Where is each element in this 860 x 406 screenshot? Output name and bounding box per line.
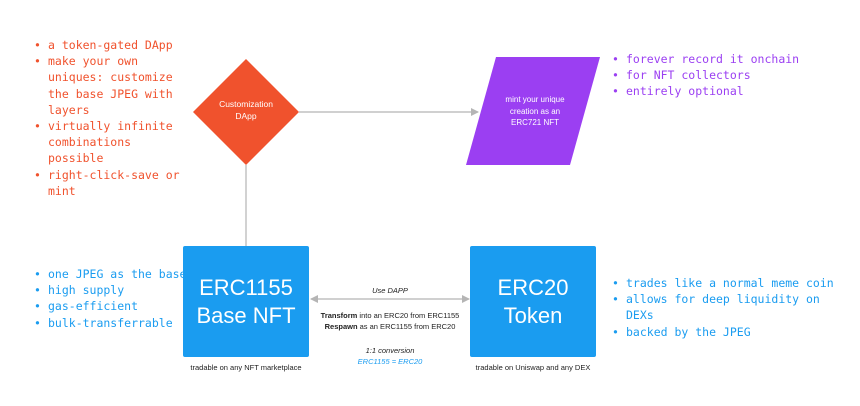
diamond-label-line: DApp — [235, 111, 257, 121]
list-item: make your own uniques: customize the bas… — [34, 53, 184, 118]
list-item: one JPEG as the base — [34, 266, 194, 282]
transform-description: Transform into an ERC20 from ERC1155 — [310, 311, 470, 320]
list-item: allows for deep liquidity on DEXs — [612, 291, 852, 323]
mint-erc721-parallelogram — [466, 57, 600, 165]
list-item: for NFT collectors — [612, 67, 812, 83]
erc20-token-box: ERC20 Token — [470, 246, 596, 357]
list-item: virtually infinite combinations possible — [34, 118, 184, 167]
customization-dapp-label: Customization DApp — [193, 98, 299, 122]
customization-dapp-diamond — [193, 59, 299, 165]
parallelogram-label-line: ERC721 NFT — [510, 118, 559, 127]
list-item: a token-gated DApp — [34, 37, 184, 53]
list-item: entirely optional — [612, 83, 812, 99]
transform-keyword: Transform — [320, 311, 358, 320]
erc20-title: ERC20 — [497, 274, 569, 300]
parallelogram-label-line: creation as an — [509, 106, 561, 116]
erc20-subtitle: Token — [503, 302, 563, 328]
respawn-keyword: Respawn — [324, 322, 358, 331]
respawn-text: as an ERC1155 from ERC20 — [357, 322, 456, 331]
list-item: backed by the JPEG — [612, 324, 852, 340]
erc20-caption: tradable on Uniswap and any DEX — [475, 363, 591, 372]
erc1155-features-list: one JPEG as the base high supply gas-eff… — [34, 266, 194, 331]
diamond-label-line: Customization — [219, 99, 273, 109]
use-dapp-label: Use DAPP — [372, 286, 408, 295]
erc1155-title: ERC1155 — [199, 274, 293, 300]
customization-features-list: a token-gated DApp make your own uniques… — [34, 37, 184, 199]
conversion-ratio-label: 1:1 conversion — [365, 346, 415, 355]
erc1155-subtitle: Base NFT — [196, 302, 296, 328]
erc20-features-list: trades like a normal meme coin allows fo… — [612, 275, 852, 340]
parallelogram-label-line: mint your unique — [505, 95, 565, 104]
respawn-description: Respawn as an ERC1155 from ERC20 — [310, 322, 470, 331]
list-item: high supply — [34, 282, 194, 298]
list-item: right-click-save or mint — [34, 167, 184, 199]
erc721-features-list: forever record it onchain for NFT collec… — [612, 51, 812, 100]
conversion-equation: ERC1155 = ERC20 — [357, 357, 423, 366]
list-item: bulk-transferrable — [34, 315, 194, 331]
transform-text: into an ERC20 from ERC1155 — [357, 311, 460, 320]
list-item: trades like a normal meme coin — [612, 275, 852, 291]
list-item: forever record it onchain — [612, 51, 812, 67]
erc1155-caption: tradable on any NFT marketplace — [190, 363, 302, 372]
mint-erc721-label: mint your unique creation as an ERC721 N… — [490, 94, 580, 129]
list-item: gas-efficient — [34, 298, 194, 314]
erc1155-base-nft-box: ERC1155 Base NFT — [183, 246, 309, 357]
